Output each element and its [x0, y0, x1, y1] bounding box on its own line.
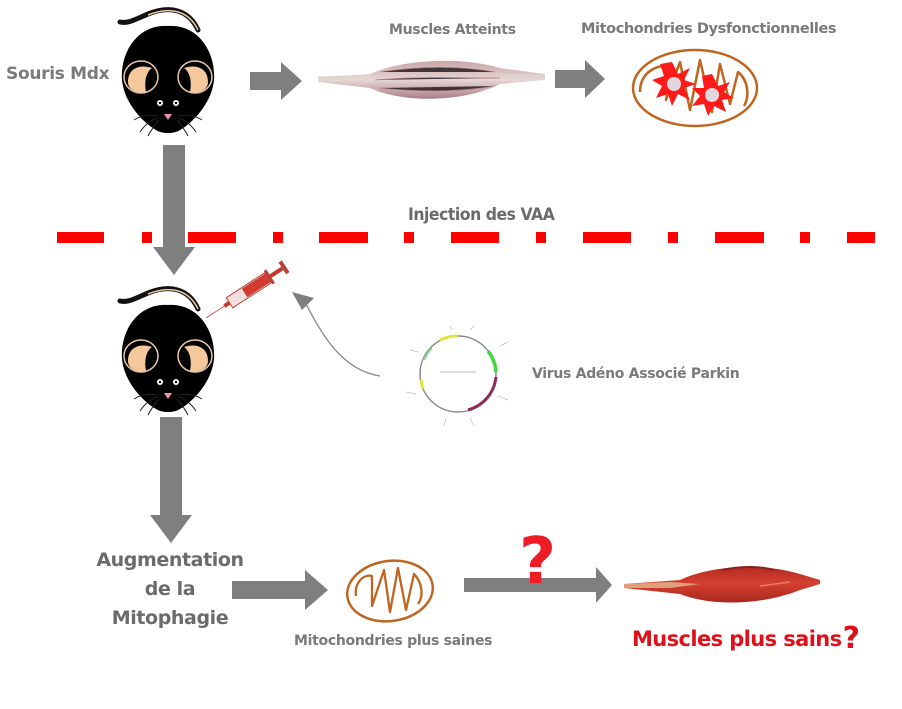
mitochondrion-damaged-icon — [631, 48, 759, 128]
mitochondries-saines-label: Mitochondries plus saines — [294, 633, 493, 649]
arrow-right-1 — [250, 62, 302, 100]
injection-divider — [57, 232, 875, 243]
muscles-atteints-label: Muscles Atteints — [389, 22, 516, 38]
muscle-affected-icon — [317, 60, 545, 99]
divider-segment — [715, 232, 764, 243]
mitochondrion-healthy-icon — [345, 559, 435, 623]
muscles-sains-question-mark: ? — [842, 621, 860, 656]
muscle-healthy-icon — [624, 566, 820, 603]
divider-segment — [57, 232, 104, 243]
arrow-down-2 — [150, 417, 192, 543]
divider-segment — [273, 232, 283, 243]
muscles-sains-label: Muscles plus sains? — [632, 621, 860, 656]
question-mark-icon: ? — [519, 525, 557, 599]
curved-arrow — [292, 292, 381, 377]
augmentation-line-1: Augmentation — [96, 549, 244, 571]
muscles-sains-text: Muscles plus sains — [632, 627, 842, 651]
divider-segment — [319, 232, 368, 243]
virus-label: Virus Adéno Associé Parkin — [532, 366, 740, 382]
augmentation-line-2: de la — [144, 578, 196, 600]
divider-segment — [404, 232, 414, 243]
arrow-right-4 — [464, 567, 612, 603]
divider-segment — [800, 232, 810, 243]
divider-segment — [583, 232, 631, 243]
mitochondries-dysfonctionnelles-label: Mitochondries Dysfonctionnelles — [581, 21, 837, 37]
divider-segment — [188, 232, 236, 243]
arrow-right-3 — [232, 570, 328, 610]
arrow-down-1 — [153, 145, 195, 275]
augmentation-mitophagie-label: Augmentation de la Mitophagie — [96, 546, 244, 633]
arrow-right-2 — [555, 60, 605, 98]
divider-segment — [668, 232, 678, 243]
divider-segment — [142, 232, 152, 243]
divider-segment — [536, 232, 546, 243]
injection-label: Injection des VAA — [408, 205, 555, 225]
divider-segment — [847, 232, 875, 243]
plasmid-map-icon — [405, 325, 509, 427]
augmentation-line-3: Mitophagie — [111, 607, 229, 629]
divider-segment — [451, 232, 499, 243]
mouse-icon — [120, 10, 214, 136]
souris-mdx-label: Souris Mdx — [6, 64, 110, 84]
mouse-treated-icon — [120, 289, 214, 415]
syringe-icon — [205, 260, 290, 319]
